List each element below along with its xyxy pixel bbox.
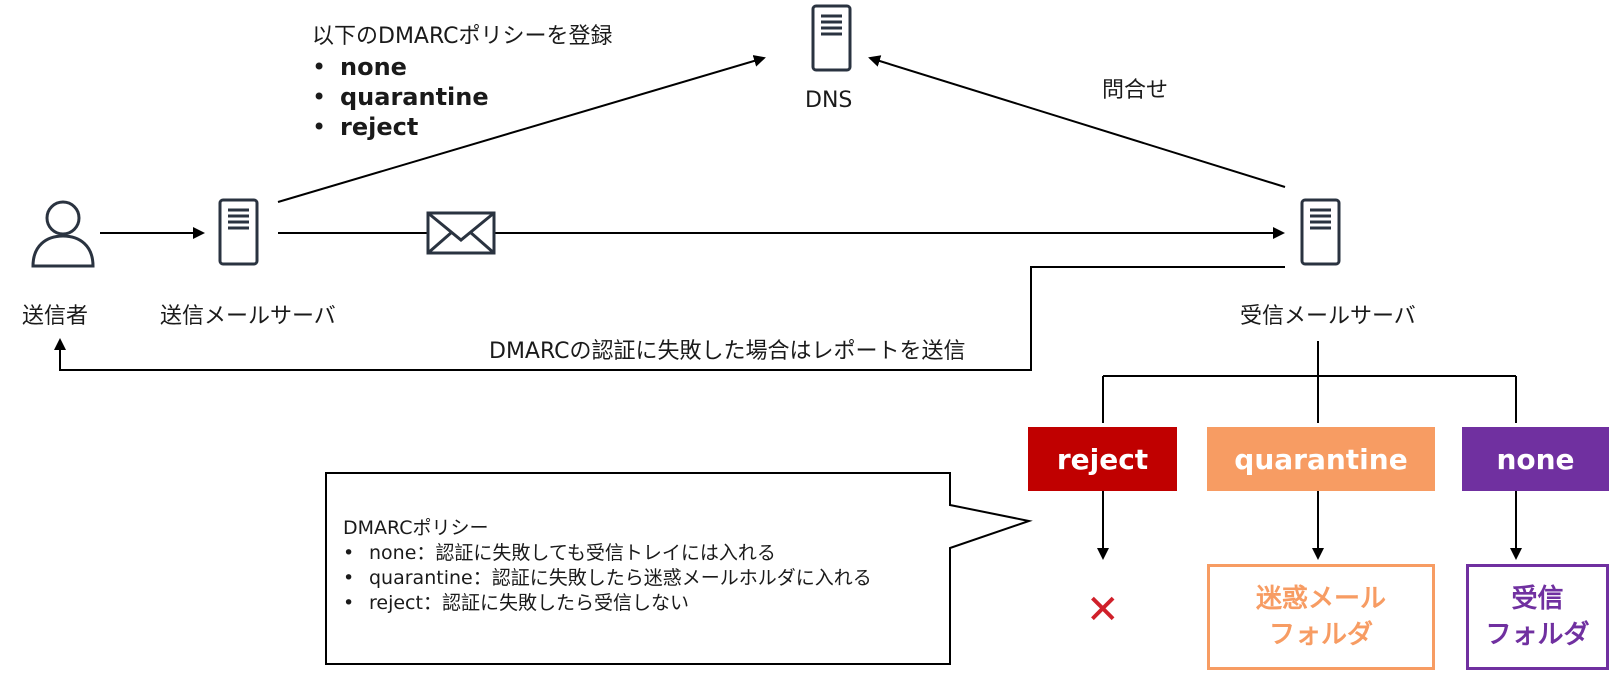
- envelope-icon: [426, 211, 496, 255]
- arrow-inquiry-to-dns: [868, 55, 1286, 188]
- register-policy-reject: reject: [312, 112, 613, 142]
- inbox-folder-line2: フォルダ: [1485, 620, 1590, 650]
- arrow-report-to-sender: [54, 266, 1285, 371]
- dns-label: DNS: [805, 88, 853, 113]
- register-policy-list: 以下のDMARCポリシーを登録 none quarantine reject: [312, 22, 613, 142]
- policy-box-quarantine: quarantine: [1207, 427, 1435, 491]
- junk-folder-line1: 迷惑メール: [1255, 584, 1386, 614]
- reject-x-mark: ✕: [1086, 587, 1120, 633]
- junk-folder-box: 迷惑メール フォルダ: [1207, 564, 1435, 670]
- register-policy-none: none: [312, 52, 613, 82]
- policy-box-none: none: [1462, 427, 1609, 491]
- policy-note-row-none: none：認証に失敗しても受信トレイには入れる: [343, 541, 872, 566]
- register-policy-quarantine: quarantine: [312, 82, 613, 112]
- dns-server-icon: [811, 4, 852, 72]
- policy-note: DMARCポリシー none：認証に失敗しても受信トレイには入れる quaran…: [343, 516, 872, 616]
- receiving-server-icon: [1300, 198, 1341, 266]
- policy-note-title: DMARCポリシー: [343, 517, 489, 539]
- person-icon: [31, 200, 95, 268]
- register-policy-heading: 以下のDMARCポリシーを登録: [312, 24, 613, 49]
- policy-note-row-reject: reject：認証に失敗したら受信しない: [343, 591, 872, 616]
- receiving-server-label: 受信メールサーバ: [1240, 304, 1416, 329]
- junk-folder-line2: フォルダ: [1268, 620, 1373, 650]
- inbox-folder-line1: 受信: [1511, 584, 1564, 614]
- sending-server-label: 送信メールサーバ: [160, 304, 336, 329]
- sending-server-icon: [218, 198, 259, 266]
- sender-label: 送信者: [22, 304, 89, 329]
- policy-box-reject: reject: [1028, 427, 1177, 491]
- policy-note-row-quarantine: quarantine：認証に失敗したら迷惑メールホルダに入れる: [343, 566, 872, 591]
- inbox-folder-box: 受信 フォルダ: [1466, 564, 1609, 670]
- inquiry-label: 問合せ: [1102, 78, 1169, 103]
- report-label: DMARCの認証に失敗した場合はレポートを送信: [489, 339, 966, 364]
